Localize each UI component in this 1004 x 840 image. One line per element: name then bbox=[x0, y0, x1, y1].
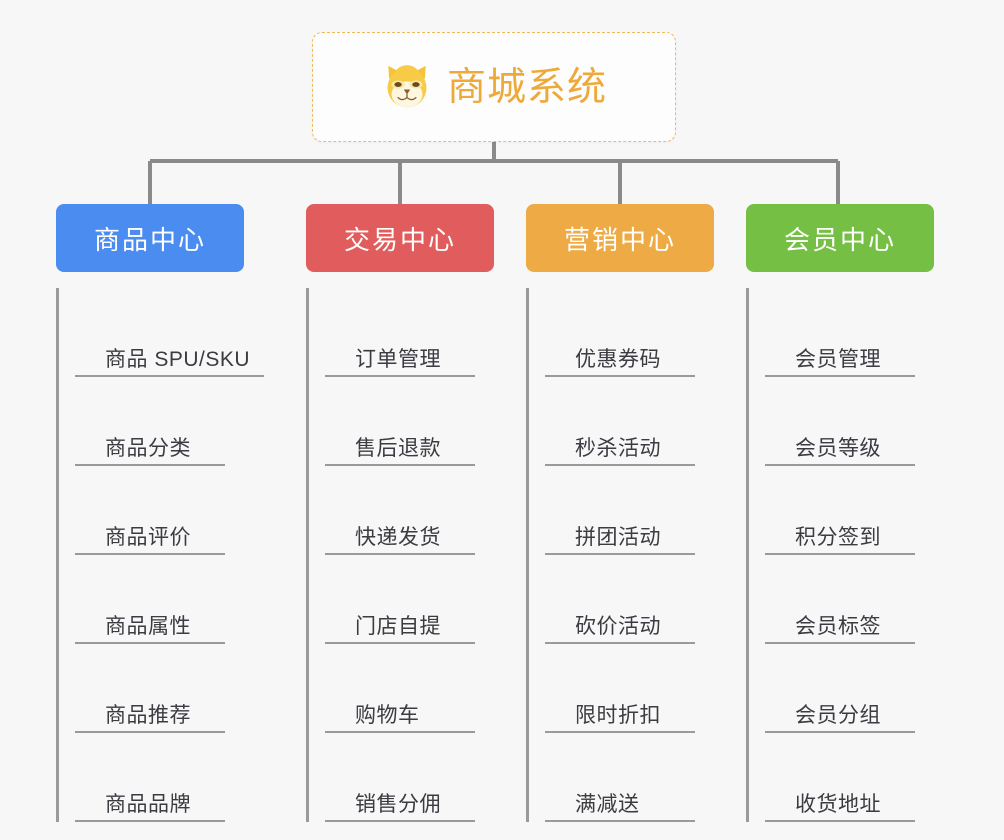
leaf-label: 优惠券码 bbox=[575, 347, 661, 371]
leaf-item[interactable]: 商品属性 bbox=[75, 555, 225, 644]
category-header-3[interactable]: 会员中心 bbox=[746, 204, 934, 272]
leaf-item[interactable]: 积分签到 bbox=[765, 466, 915, 555]
leaf-label: 会员等级 bbox=[795, 436, 881, 460]
leaf-label: 售后退款 bbox=[355, 436, 441, 460]
leaf-label: 商品推荐 bbox=[105, 703, 191, 727]
leaf-label: 快递发货 bbox=[355, 525, 441, 549]
leaf-label: 商品品牌 bbox=[105, 792, 191, 816]
leaf-item[interactable]: 购物车 bbox=[325, 644, 475, 733]
leaf-label: 购物车 bbox=[355, 703, 420, 727]
category-header-0[interactable]: 商品中心 bbox=[56, 204, 244, 272]
dog-face-icon bbox=[381, 61, 433, 113]
leaf-item[interactable]: 会员标签 bbox=[765, 555, 915, 644]
leaf-label: 订单管理 bbox=[355, 347, 441, 371]
leaf-item[interactable]: 商品分类 bbox=[75, 377, 225, 466]
leaf-label: 秒杀活动 bbox=[575, 436, 661, 460]
leaf-label: 会员分组 bbox=[795, 703, 881, 727]
leaf-list-0: 商品 SPU/SKU 商品分类 商品评价 商品属性 商品推荐 商品品牌 bbox=[56, 288, 276, 822]
leaf-label: 商品属性 bbox=[105, 614, 191, 638]
leaf-item[interactable]: 会员管理 bbox=[765, 288, 915, 377]
leaf-item[interactable]: 砍价活动 bbox=[545, 555, 695, 644]
leaf-label: 商品 SPU/SKU bbox=[105, 347, 251, 371]
leaf-label: 销售分佣 bbox=[355, 792, 441, 816]
leaf-item[interactable]: 门店自提 bbox=[325, 555, 475, 644]
leaf-item[interactable]: 商品评价 bbox=[75, 466, 225, 555]
leaf-item[interactable]: 拼团活动 bbox=[545, 466, 695, 555]
leaf-item[interactable]: 商品 SPU/SKU bbox=[75, 288, 265, 377]
category-column-1: 交易中心 订单管理 售后退款 快递发货 门店自提 购物车 销售分佣 bbox=[306, 204, 526, 822]
leaf-label: 商品分类 bbox=[105, 436, 191, 460]
leaf-label: 满减送 bbox=[575, 792, 640, 816]
root-node[interactable]: 商城系统 bbox=[312, 32, 676, 142]
leaf-item[interactable]: 限时折扣 bbox=[545, 644, 695, 733]
leaf-label: 商品评价 bbox=[105, 525, 191, 549]
category-column-3: 会员中心 会员管理 会员等级 积分签到 会员标签 会员分组 收货地址 bbox=[746, 204, 966, 822]
leaf-item[interactable]: 商品推荐 bbox=[75, 644, 225, 733]
leaf-label: 会员管理 bbox=[795, 347, 881, 371]
root-title: 商城系统 bbox=[446, 65, 607, 109]
leaf-label: 限时折扣 bbox=[575, 703, 661, 727]
leaf-label: 积分签到 bbox=[795, 525, 881, 549]
leaf-item[interactable]: 优惠券码 bbox=[545, 288, 695, 377]
leaf-list-1: 订单管理 售后退款 快递发货 门店自提 购物车 销售分佣 bbox=[306, 288, 526, 822]
leaf-item[interactable]: 销售分佣 bbox=[325, 733, 475, 822]
category-label: 商品中心 bbox=[93, 224, 206, 255]
leaf-item[interactable]: 秒杀活动 bbox=[545, 377, 695, 466]
category-column-2: 营销中心 优惠券码 秒杀活动 拼团活动 砍价活动 限时折扣 满减送 bbox=[526, 204, 746, 822]
category-header-2[interactable]: 营销中心 bbox=[526, 204, 714, 272]
leaf-item[interactable]: 满减送 bbox=[545, 733, 695, 822]
leaf-list-3: 会员管理 会员等级 积分签到 会员标签 会员分组 收货地址 bbox=[746, 288, 966, 822]
leaf-item[interactable]: 会员分组 bbox=[765, 644, 915, 733]
leaf-item[interactable]: 会员等级 bbox=[765, 377, 915, 466]
category-label: 交易中心 bbox=[343, 224, 456, 255]
leaf-list-2: 优惠券码 秒杀活动 拼团活动 砍价活动 限时折扣 满减送 bbox=[526, 288, 746, 822]
leaf-item[interactable]: 商品品牌 bbox=[75, 733, 225, 822]
leaf-item[interactable]: 订单管理 bbox=[325, 288, 475, 377]
leaf-label: 会员标签 bbox=[795, 614, 881, 638]
leaf-label: 门店自提 bbox=[355, 614, 441, 638]
leaf-label: 收货地址 bbox=[795, 792, 881, 816]
leaf-item[interactable]: 收货地址 bbox=[765, 733, 915, 822]
leaf-item[interactable]: 售后退款 bbox=[325, 377, 475, 466]
category-column-0: 商品中心 商品 SPU/SKU 商品分类 商品评价 商品属性 商品推荐 商品品牌 bbox=[56, 204, 276, 822]
category-label: 会员中心 bbox=[783, 224, 896, 255]
leaf-item[interactable]: 快递发货 bbox=[325, 466, 475, 555]
leaf-label: 拼团活动 bbox=[575, 525, 661, 549]
category-header-1[interactable]: 交易中心 bbox=[306, 204, 494, 272]
category-label: 营销中心 bbox=[563, 224, 676, 255]
leaf-label: 砍价活动 bbox=[575, 614, 661, 638]
